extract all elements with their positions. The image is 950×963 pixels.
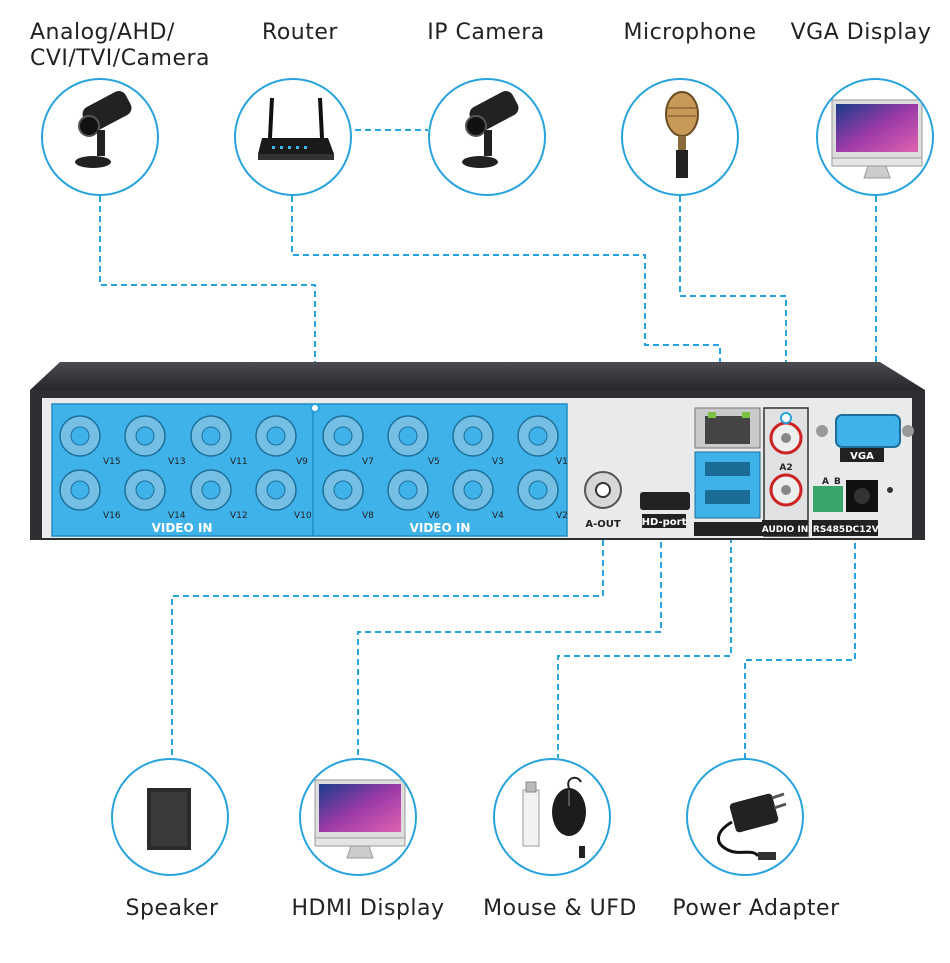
- ch-label: V15: [103, 457, 121, 467]
- ch-label: V4: [492, 511, 504, 521]
- vga-display-device: [816, 78, 934, 196]
- label-speaker: Speaker: [125, 896, 219, 921]
- ch-label: V13: [168, 457, 186, 467]
- label-hdmi-display: HDMI Display: [291, 896, 445, 921]
- label-router: Router: [262, 20, 338, 45]
- ch-label: V11: [230, 457, 248, 467]
- microphone-icon: [665, 91, 699, 178]
- label-microphone: Microphone: [623, 20, 757, 45]
- power-adapter-device: [686, 758, 804, 876]
- dc12v-label: DC12V: [845, 525, 879, 535]
- ch-label: V3: [492, 457, 504, 467]
- ch-label: V14: [168, 511, 186, 521]
- rs485-a-label: A: [822, 477, 829, 487]
- video-in-label-right: VIDEO IN: [410, 521, 471, 535]
- monitor-icon: [314, 779, 406, 859]
- wire-hdmi: [357, 532, 662, 758]
- wire-speaker: [171, 510, 604, 758]
- label-ip-camera: IP Camera: [427, 20, 545, 45]
- label-camera: Analog/AHD/ CVI/TVI/Camera: [30, 20, 211, 71]
- hdmi-display-device: [299, 758, 417, 876]
- speaker-device: [111, 758, 229, 876]
- wire-microphone: [679, 196, 787, 415]
- a2-label: A2: [779, 463, 792, 473]
- ch-label: V2: [556, 511, 568, 521]
- ch-label: V7: [362, 457, 374, 467]
- ch-label: V16: [103, 511, 121, 521]
- mouse-usb-icon: [522, 776, 586, 858]
- ch-label: V8: [362, 511, 374, 521]
- router-icon: [258, 97, 334, 160]
- audio-in-label: AUDIO IN: [762, 525, 808, 535]
- power-adapter-icon: [717, 792, 787, 860]
- ch-label: V9: [296, 457, 308, 467]
- microphone-device: [621, 78, 739, 196]
- video-in-label-left: VIDEO IN: [152, 521, 213, 535]
- speaker-icon: [147, 788, 191, 850]
- camera-device: [41, 78, 159, 196]
- label-power-adapter: Power Adapter: [672, 896, 840, 921]
- mouse-ufd-device: [493, 758, 611, 876]
- ip-camera-device: [428, 78, 546, 196]
- wire-camera: [99, 196, 316, 408]
- ch-label: V1: [556, 457, 568, 467]
- rs485-b-label: B: [834, 477, 841, 487]
- label-vga-display: VGA Display: [790, 20, 932, 45]
- wire-power: [744, 503, 856, 758]
- bullet-camera-icon: [75, 91, 132, 168]
- vga-label: VGA: [850, 451, 874, 462]
- ip-camera-icon: [462, 91, 519, 168]
- rs485-label: RS485: [813, 525, 845, 535]
- hd-port-label: HD-port: [642, 517, 687, 528]
- ch-label: V12: [230, 511, 248, 521]
- router-device: [234, 78, 352, 196]
- label-mouse-ufd: Mouse & UFD: [483, 896, 637, 921]
- wire-usb: [557, 527, 732, 758]
- ch-label: V10: [294, 511, 312, 521]
- monitor-icon: [831, 99, 923, 179]
- a-out-label: A-OUT: [585, 519, 621, 530]
- dvr-recorder: [30, 362, 925, 540]
- ch-label: V5: [428, 457, 440, 467]
- ch-label: V6: [428, 511, 440, 521]
